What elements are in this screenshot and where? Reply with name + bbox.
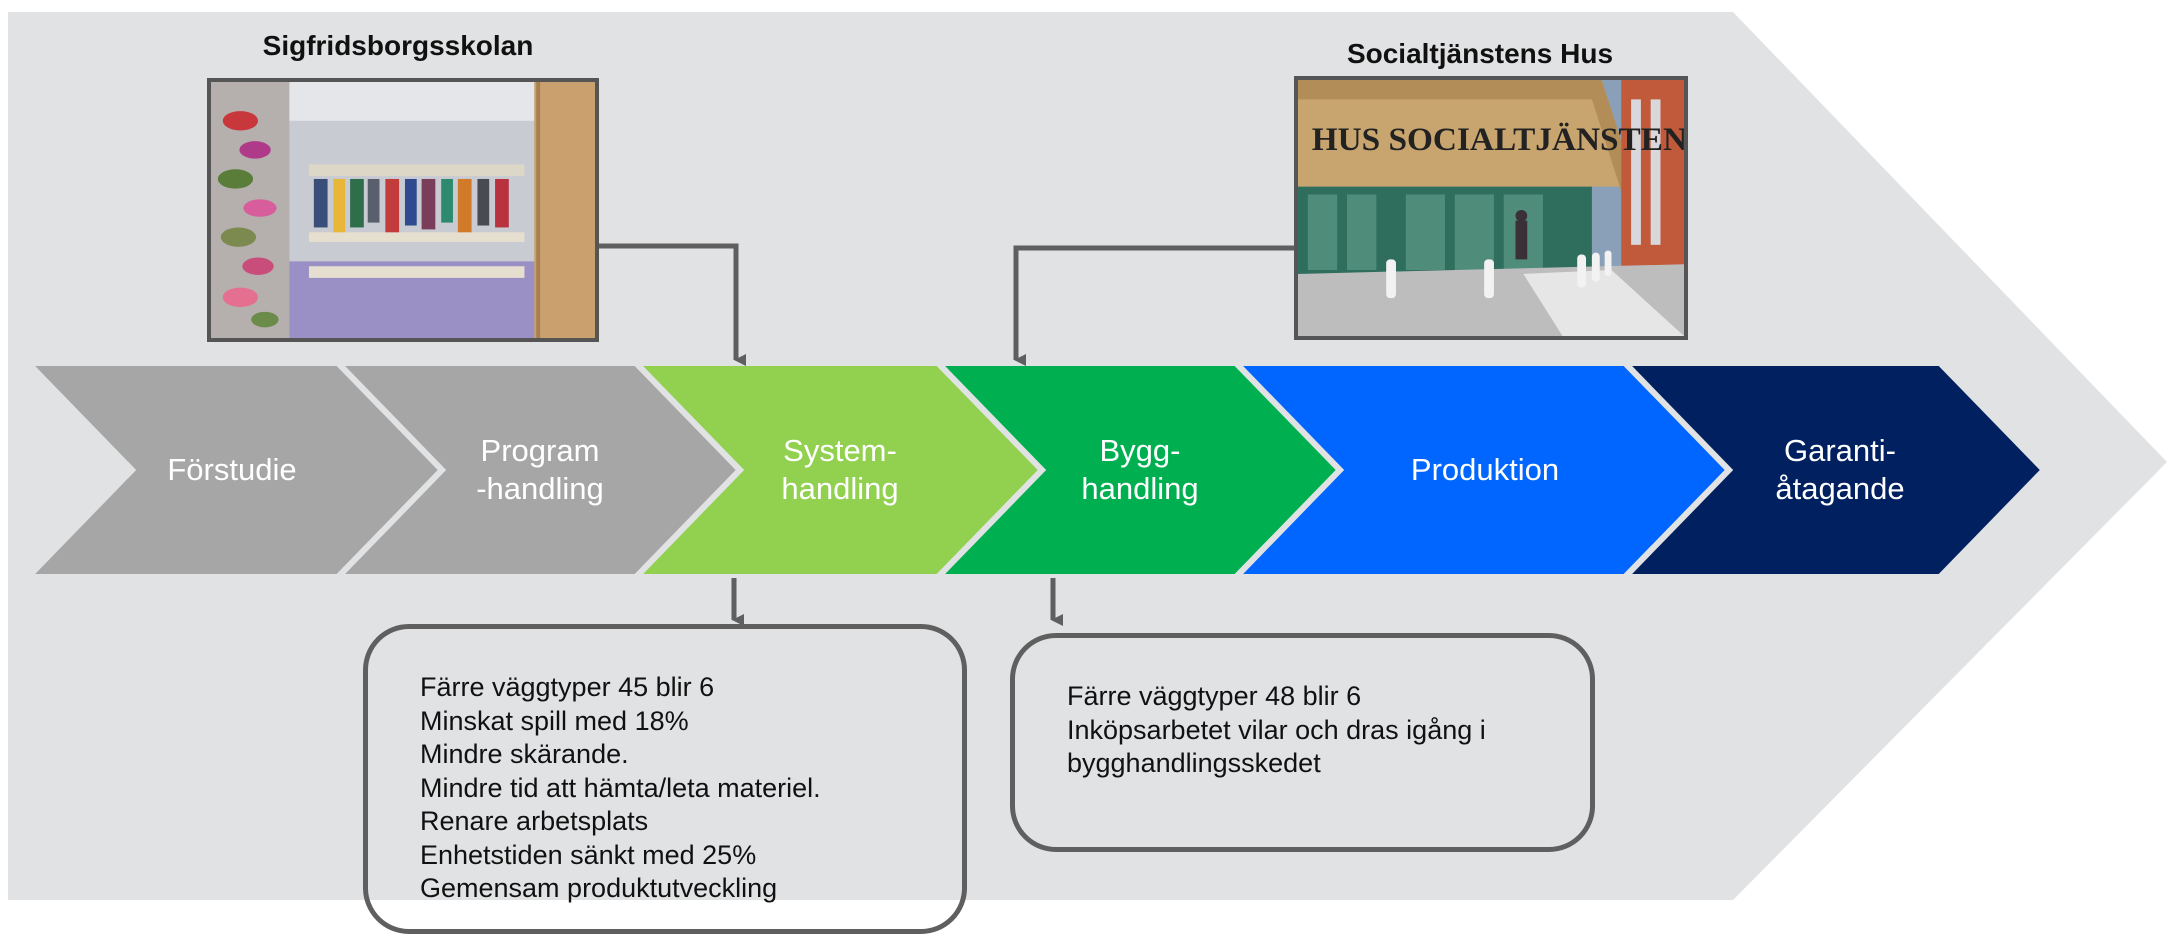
stage-chevron-garantiatagande: [1617, 360, 2049, 580]
building-sign: HUS SOCIALTJÄNSTENS HUS: [1312, 121, 1684, 158]
note-line: bygghandlingsskedet: [1067, 748, 1321, 778]
notes-systemhandling: Färre väggtyper 45 blir 6 Minskat spill …: [363, 624, 967, 934]
note-line: Gemensam produktutveckling: [420, 873, 778, 903]
stage-label-forstudie: Förstudie: [167, 452, 297, 487]
note-line: Renare arbetsplats: [420, 806, 649, 836]
note-line: Mindre tid att hämta/leta materiel.: [420, 772, 821, 803]
project-title-socialtjanstens-hus: Socialtjänstens Hus: [1346, 38, 1614, 69]
stage-label-programhandling: Program -handling: [476, 433, 604, 506]
notes-bygghandling: Färre väggtyper 48 blir 6 Inköpsarbetet …: [1010, 633, 1595, 852]
stage-label-garantiatagande: Garanti- åtagande: [1775, 433, 1905, 506]
note-line: Minskat spill med 18%: [420, 705, 689, 736]
note-line: Färre väggtyper 45 blir 6: [420, 672, 715, 702]
note-line: Inköpsarbetet vilar och dras igång i: [1067, 714, 1486, 745]
building-entrance-photo: HUS SOCIALTJÄNSTENS HUS: [1294, 76, 1688, 340]
stage-label-bygghandling: Bygg- handling: [1081, 433, 1199, 506]
note-line: Färre väggtyper 48 blir 6: [1067, 681, 1362, 711]
note-line: Mindre skärande.: [420, 739, 629, 769]
stage-label-produktion: Produktion: [1410, 452, 1560, 487]
stage-label-systemhandling: System- handling: [781, 433, 899, 506]
project-title-sigfridsborgsskolan: Sigfridsborgsskolan: [262, 30, 534, 61]
note-line: Enhetstiden sänkt med 25%: [420, 839, 757, 870]
cloakroom-photo: [207, 78, 599, 342]
